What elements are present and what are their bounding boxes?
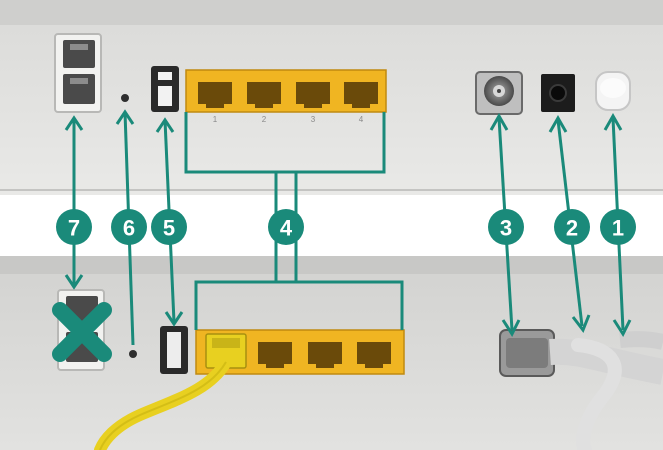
phone-jack-icon — [54, 33, 102, 113]
callout-badge-7: 7 — [56, 209, 92, 245]
callout-badge-7-label: 7 — [68, 216, 80, 241]
usb-port-icon — [151, 66, 179, 112]
callout-badge-1: 1 — [600, 209, 636, 245]
eth-top-num-2: 2 — [262, 115, 267, 124]
grey-cable-power — [571, 338, 622, 450]
callout-badge-6: 6 — [111, 209, 147, 245]
reset-hole-icon — [121, 94, 129, 102]
x-mark-icon — [52, 302, 112, 362]
callout-badge-6-label: 6 — [123, 216, 135, 241]
callout-badge-4: 4 — [268, 209, 304, 245]
callout-badge-3: 3 — [488, 209, 524, 245]
callout-badge-4-label: 4 — [280, 216, 293, 241]
eth-top-num-3: 3 — [311, 115, 316, 124]
callout-badge-3-label: 3 — [500, 216, 512, 241]
eth-top-num-1: 1 — [213, 115, 218, 124]
ethernet-block-top — [185, 69, 387, 113]
coax-plug-bottom — [499, 329, 555, 377]
callout-badge-2: 2 — [554, 209, 590, 245]
callout-badge-1-label: 1 — [612, 216, 624, 241]
separator-band — [0, 198, 663, 256]
power-jack-icon — [541, 74, 575, 112]
coax-connector-icon — [475, 71, 523, 115]
grey-cable-coax — [549, 338, 663, 385]
callout-badge-5: 5 — [151, 209, 187, 245]
callout-badge-2-label: 2 — [566, 216, 578, 241]
power-button-icon — [595, 71, 631, 111]
callout-badge-5-label: 5 — [163, 216, 175, 241]
usb-port-bottom — [160, 326, 188, 374]
ethernet-block-bottom — [195, 329, 405, 375]
eth-top-num-4: 4 — [359, 115, 364, 124]
